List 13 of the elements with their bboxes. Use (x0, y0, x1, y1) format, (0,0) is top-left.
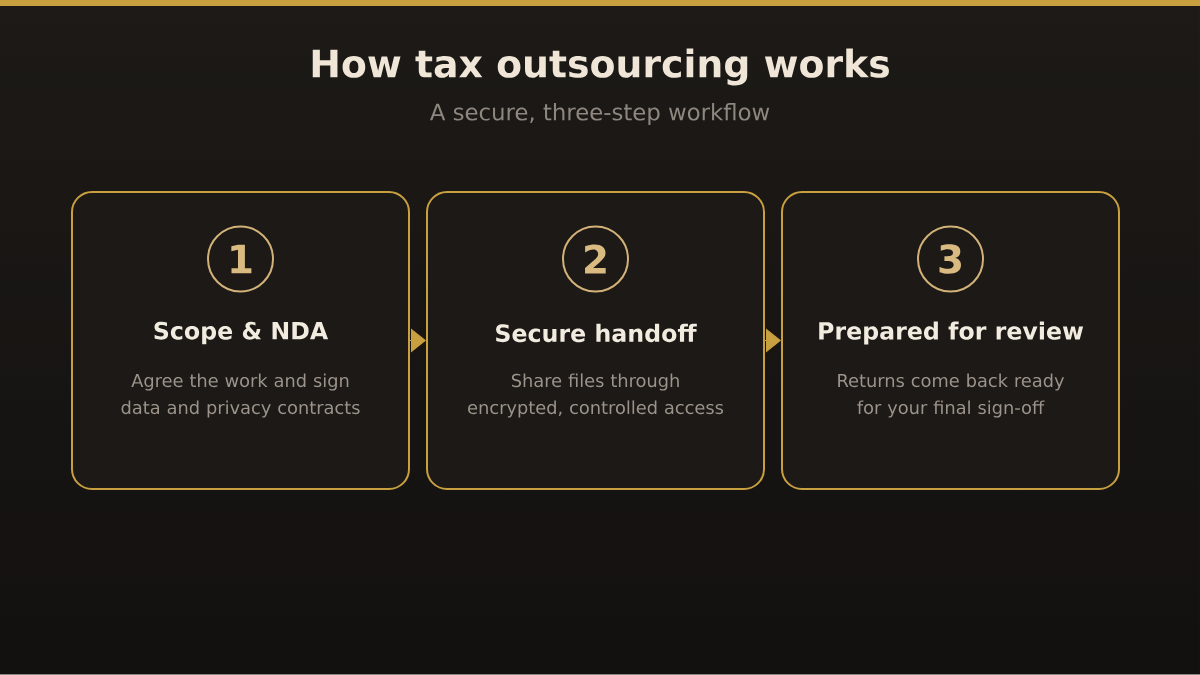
step-description: Share files through encrypted, controlled access (468, 373, 724, 418)
step-number: 1 (207, 225, 274, 293)
step-heading: Prepared for review (819, 321, 1084, 345)
step-number: 3 (917, 225, 984, 293)
step-heading: Secure handoff (496, 323, 697, 343)
title: How tax outsourcing works (312, 48, 889, 86)
step-description: Returns come back ready for your final sign-off (838, 373, 1064, 418)
step-description: Agree the work and sign data and privacy contracts (121, 373, 360, 418)
step-heading: Scope & NDA (154, 321, 329, 345)
arrow (409, 328, 426, 353)
step-number: 2 (562, 225, 629, 293)
arrow (764, 328, 781, 353)
subtitle: A secure, three-step workflow (430, 102, 770, 126)
